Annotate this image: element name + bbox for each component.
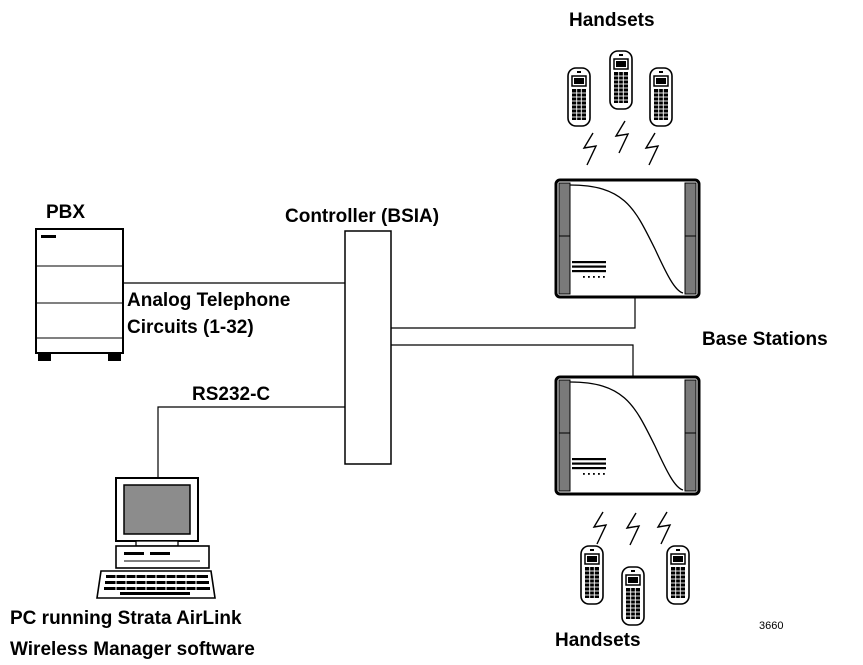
pbx-label: PBX (46, 202, 85, 223)
base-station-icon (554, 178, 701, 299)
pbx-cabinet-icon (35, 228, 124, 361)
handset-icon (580, 545, 604, 605)
base-station-icon (554, 375, 701, 496)
handsets-top-group (567, 50, 673, 166)
analog-circuits-label-line2: Circuits (1-32) (127, 317, 254, 338)
connection-lines (123, 282, 636, 478)
rs232-label: RS232-C (192, 384, 270, 405)
rs232-line (157, 406, 345, 478)
signal-bolt-icon (583, 132, 597, 166)
handsets-bottom-group (580, 511, 690, 626)
pc-workstation-icon (96, 477, 216, 599)
controller-label: Controller (BSIA) (285, 206, 439, 227)
signal-bolt-icon (626, 512, 640, 546)
pc-label-line1: PC running Strata AirLink (10, 608, 242, 629)
analog-circuits-label-line1: Analog Telephone (127, 290, 290, 311)
controller-base-station-top-line (391, 298, 636, 329)
handsets-top-label: Handsets (569, 10, 655, 31)
handset-icon (609, 50, 633, 110)
handsets-bottom-label: Handsets (555, 630, 641, 651)
figure-number: 3660 (759, 620, 783, 632)
handset-icon (649, 67, 673, 127)
handset-icon (666, 545, 690, 605)
handset-icon (621, 566, 645, 626)
signal-bolt-icon (615, 120, 629, 154)
signal-bolt-icon (593, 511, 607, 545)
signal-bolt-icon (645, 132, 659, 166)
pc-label-line2: Wireless Manager software (10, 639, 255, 660)
signal-bolt-icon (657, 511, 671, 545)
controller-bsia-box (344, 230, 392, 465)
handset-icon (567, 67, 591, 127)
controller-base-station-bottom-line (391, 344, 634, 376)
base-stations-label: Base Stations (702, 329, 828, 350)
